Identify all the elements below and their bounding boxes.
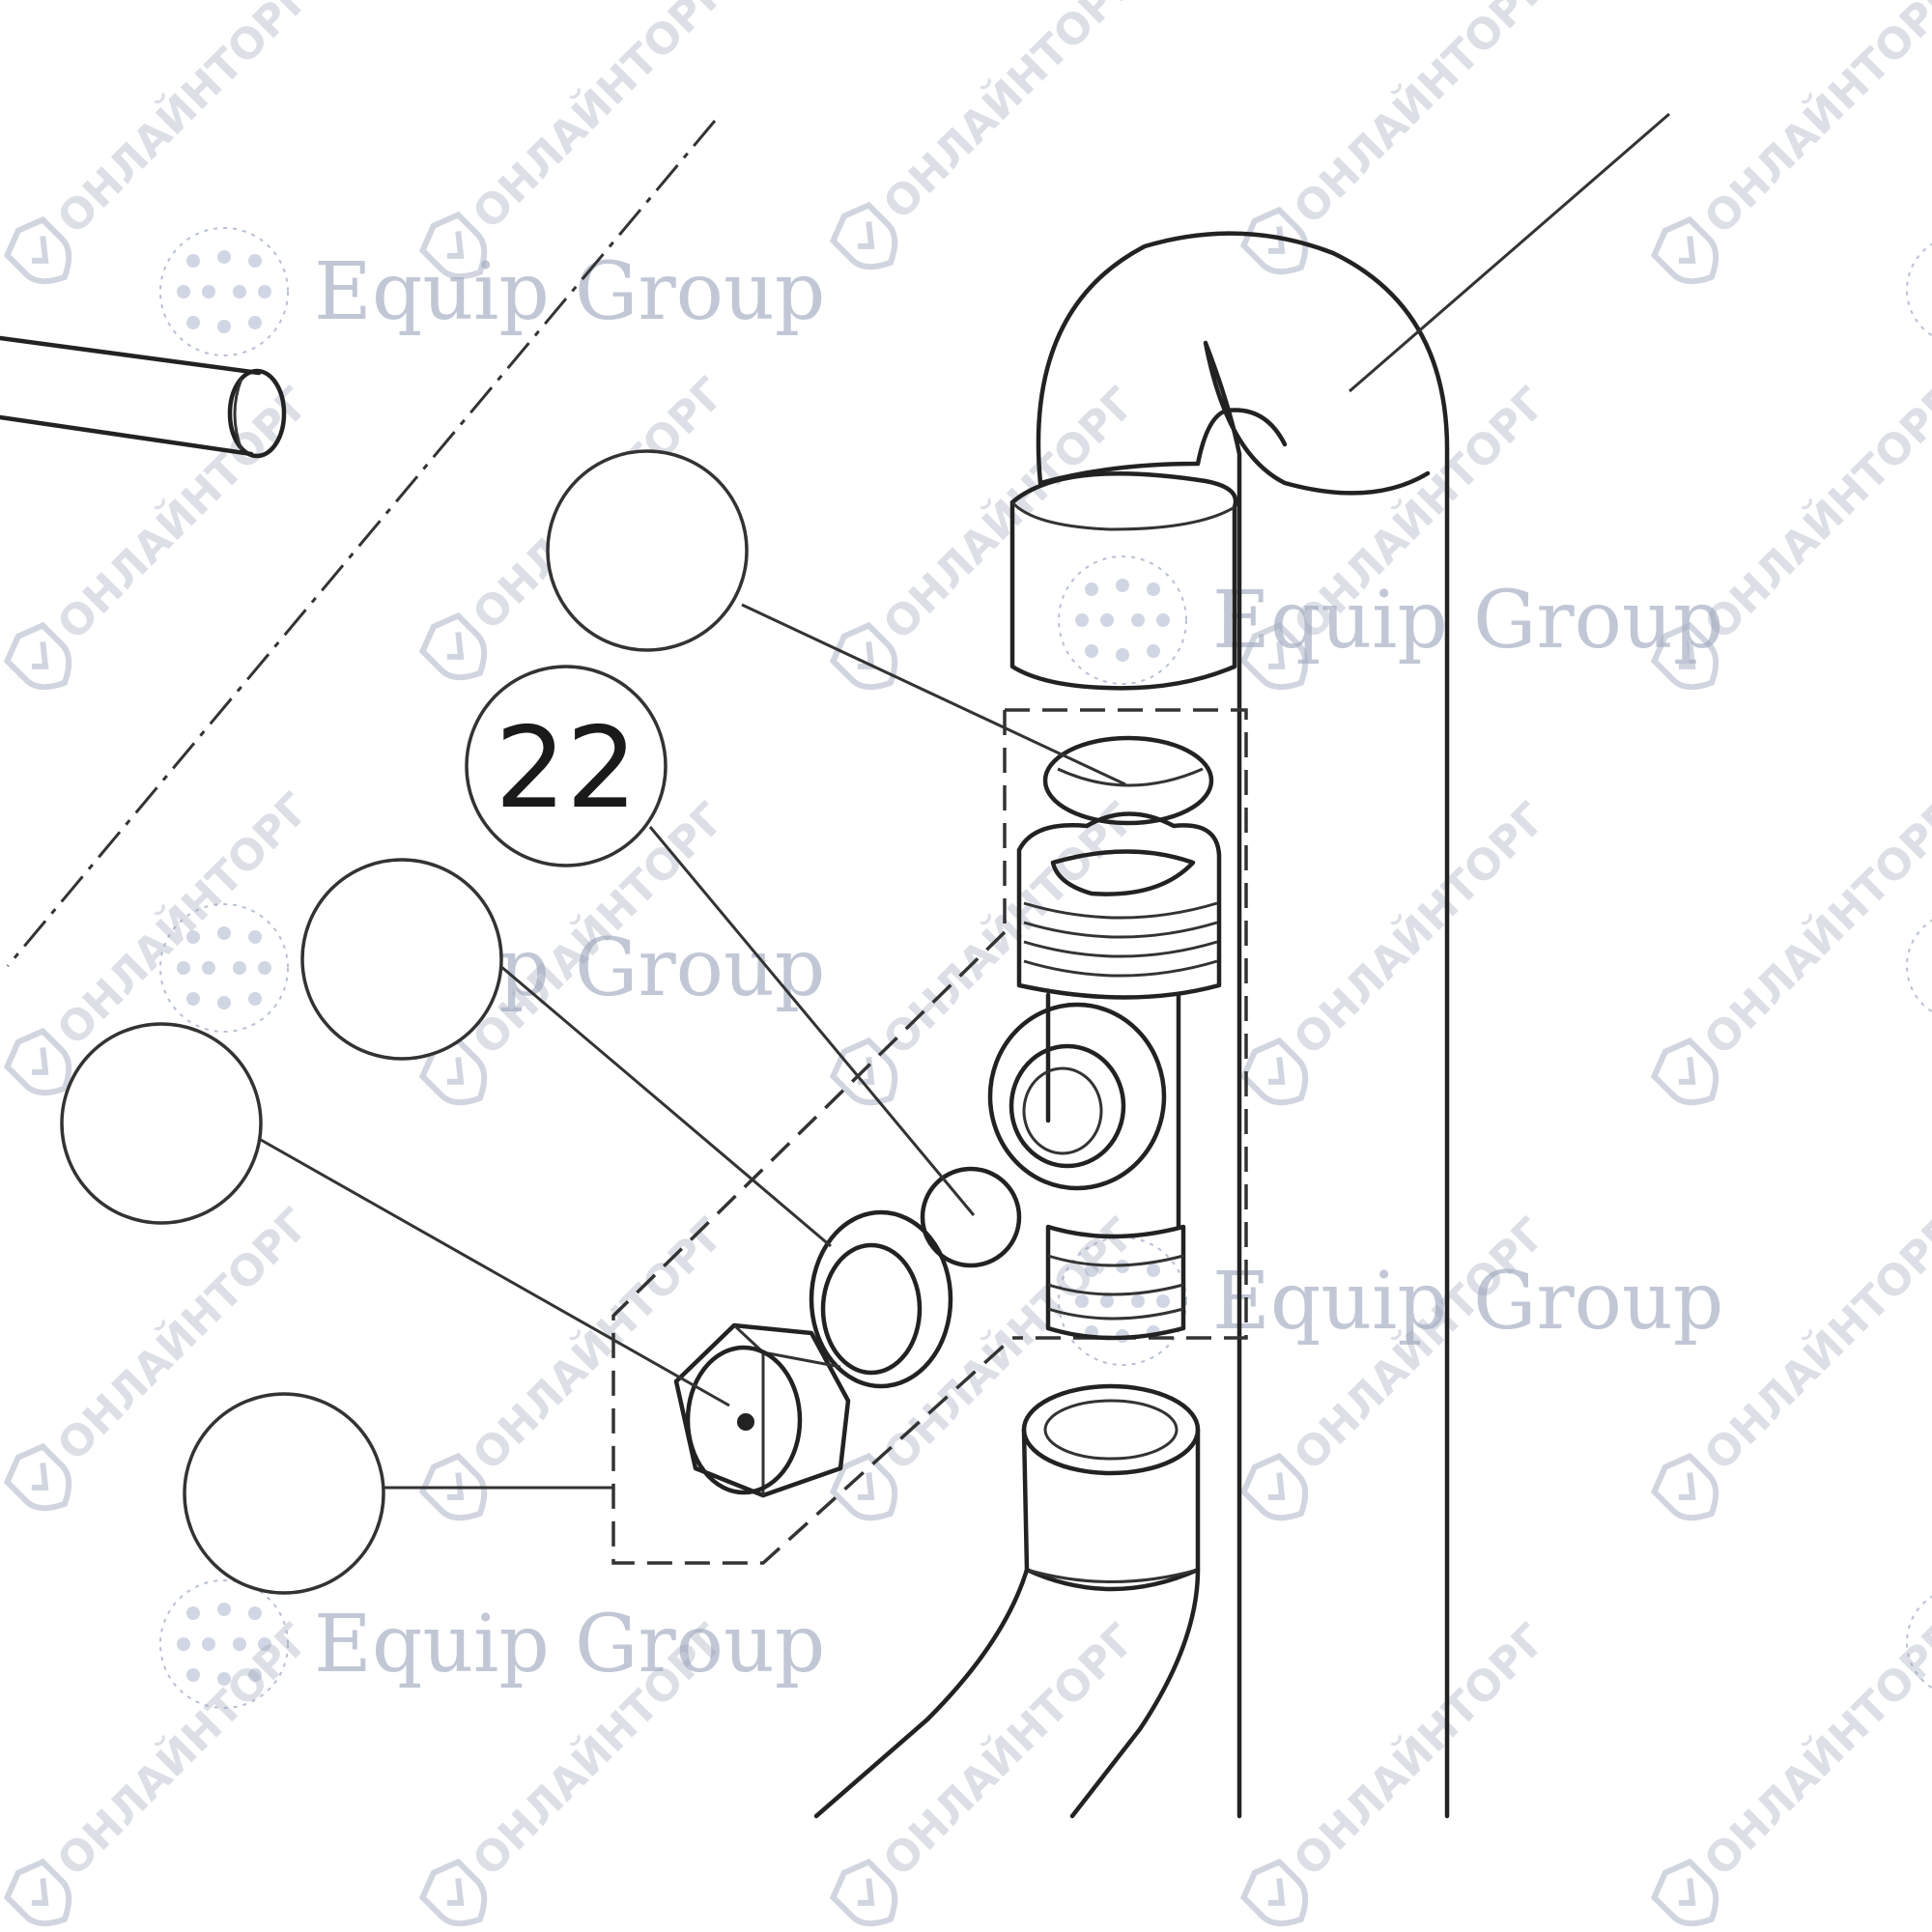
shield-check-icon <box>418 1037 488 1106</box>
callout-bubble[interactable] <box>60 1022 263 1225</box>
shield-check-icon <box>1239 621 1309 691</box>
watermark-stamp-text: ОНЛАЙНТОРГ <box>872 377 1145 649</box>
watermark-stamp-text: ОНЛАЙНТОРГ <box>1693 792 1932 1065</box>
onlinetorg-stamp: ОНЛАЙНТОРГ <box>1650 1208 1932 1521</box>
shield-check-icon <box>3 215 72 285</box>
watermark-stamp-text: ОНЛАЙНТОРГ <box>46 782 319 1055</box>
shield-check-icon <box>418 1452 488 1521</box>
equip-group-watermark: Equip Group <box>1058 1236 1723 1366</box>
globe-logo-icon <box>159 1579 289 1709</box>
onlinetorg-stamp: ОНЛАЙНТОРГ <box>829 1208 1146 1521</box>
shield-check-icon <box>3 1858 72 1927</box>
onlinetorg-stamp: ОНЛАЙНТОРГ <box>1650 1613 1932 1927</box>
watermark-brand-text: Equip Group <box>1212 575 1723 667</box>
watermark-stamp-text: ОНЛАЙНТОРГ <box>872 792 1145 1065</box>
shield-check-icon <box>1650 621 1719 691</box>
callout-number: 22 <box>495 703 638 834</box>
shield-check-icon <box>3 1442 72 1512</box>
equip-group-watermark: Equip Group <box>159 227 825 356</box>
shield-check-icon <box>1239 1452 1309 1521</box>
watermark-stamp-text: ОНЛАЙНТОРГ <box>1693 1613 1932 1886</box>
callout-leader <box>648 826 976 1216</box>
callout-bubble[interactable] <box>183 1392 385 1595</box>
onlinetorg-stamp: ОНЛАЙНТОРГ <box>3 0 320 285</box>
onlinetorg-stamp: ОНЛАЙНТОРГ <box>1650 792 1932 1106</box>
watermark-stamp-text: ОНЛАЙНТОРГ <box>1693 1208 1932 1480</box>
shield-check-icon <box>1650 1858 1719 1927</box>
watermark-brand-text: Equip Group <box>314 246 825 338</box>
shield-check-icon <box>3 621 72 691</box>
hex-cap-nut <box>673 1322 851 1498</box>
onlinetorg-stamp: ОНЛАЙНТОРГ <box>1650 377 1932 691</box>
callout-leader <box>741 603 1126 786</box>
small-o-ring <box>920 1166 1022 1268</box>
onlinetorg-stamp: ОНЛАЙНТОРГ <box>1239 0 1556 275</box>
shield-check-icon <box>418 211 488 280</box>
u-shaped-pipe <box>1009 231 1450 1819</box>
shield-check-icon <box>1239 1037 1309 1106</box>
onlinetorg-stamp: ОНЛАЙНТОРГ <box>829 0 1146 270</box>
watermark-stamp-text: ОНЛАЙНТОРГ <box>872 1613 1145 1886</box>
leader-line-top-right <box>1349 112 1670 393</box>
equip-group-watermark: Equip Group <box>1058 555 1723 685</box>
callout-bubble[interactable] <box>300 858 503 1061</box>
watermark-stamp-text: ОНЛАЙНТОРГ <box>46 0 319 243</box>
shield-check-icon <box>418 1858 488 1927</box>
valve-cap <box>1042 735 1214 826</box>
globe-logo-icon <box>159 903 289 1033</box>
small-pipe-top-left <box>0 335 287 459</box>
callout-bubble-22[interactable]: 22 <box>465 665 668 867</box>
shield-check-icon <box>1650 1037 1719 1106</box>
watermark-stamp-text: ОНЛАЙНТОРГ <box>1693 0 1932 243</box>
watermark-brand-text: Equip Group <box>314 1599 825 1690</box>
schrader-valve-body <box>987 811 1222 1341</box>
onlinetorg-stamp: ОНЛАЙНТОРГ <box>1650 0 1932 285</box>
section-cut-line <box>6 120 717 967</box>
shield-check-icon <box>829 1858 898 1927</box>
onlinetorg-stamp: ОНЛАЙНТОРГ <box>829 1613 1146 1927</box>
shield-check-icon <box>1239 1858 1309 1927</box>
watermark-stamp-text: ОНЛАЙНТОРГ <box>1283 0 1555 234</box>
shield-check-icon <box>418 611 488 681</box>
callout-bubble[interactable] <box>546 449 749 652</box>
watermark-stamp-text: ОНЛАЙНТОРГ <box>462 1208 734 1480</box>
watermark-stamp-text: ОНЛАЙНТОРГ <box>462 0 734 239</box>
globe-logo-icon <box>1058 555 1187 685</box>
callout-leader <box>260 1138 730 1407</box>
onlinetorg-stamp: ОНЛАЙНТОРГ <box>1239 1208 1556 1521</box>
group-outline-link <box>611 930 1014 1565</box>
watermark-stamp-text: ОНЛАЙНТОРГ <box>1283 792 1555 1065</box>
shield-check-icon <box>829 201 898 270</box>
shield-check-icon <box>3 1027 72 1096</box>
nut-hole <box>737 1413 754 1431</box>
equip-group-watermark: Equip Group <box>159 1579 825 1709</box>
onlinetorg-stamp: ОНЛАЙНТОРГ <box>829 377 1146 691</box>
onlinetorg-stamp: ОНЛАЙНТОРГ <box>3 1613 320 1927</box>
shield-check-icon <box>829 1452 898 1521</box>
onlinetorg-stamp: ОНЛАЙНТОРГ <box>1239 792 1556 1106</box>
globe-logo-icon <box>159 227 289 356</box>
watermark-stamp-text: ОНЛАЙНТОРГ <box>46 1613 319 1886</box>
sealing-washer <box>809 1209 953 1389</box>
watermark-stamp-text: ОНЛАЙНТОРГ <box>46 377 319 649</box>
shield-check-icon <box>1650 215 1719 285</box>
watermark-stamp-text: ОНЛАЙНТОРГ <box>1283 1613 1555 1886</box>
onlinetorg-stamp: ОНЛАЙНТОРГ <box>829 792 1146 1106</box>
watermark-brand-text: Equip Group <box>1212 1256 1723 1348</box>
callout-leader <box>499 964 832 1248</box>
lower-pipe <box>813 1383 1201 1819</box>
shield-check-icon <box>1239 206 1309 275</box>
watermark-stamp-text: ОНЛАЙНТОРГ <box>1693 377 1932 649</box>
onlinetorg-stamp: ОНЛАЙНТОРГ <box>418 1208 735 1521</box>
watermark-stamp-text: ОНЛАЙНТОРГ <box>872 0 1145 229</box>
shield-check-icon <box>1650 1452 1719 1521</box>
onlinetorg-stamp: ОНЛАЙНТОРГ <box>1239 1613 1556 1927</box>
